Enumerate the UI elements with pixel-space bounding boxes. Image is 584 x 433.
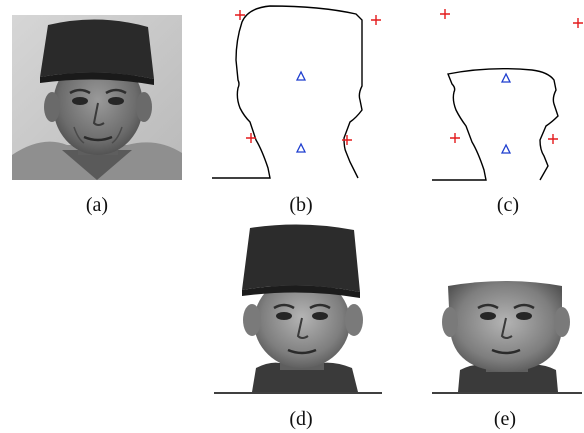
plus-marker — [548, 134, 558, 144]
triangle-markers — [295, 70, 307, 153]
segmented-face-image-d — [214, 224, 382, 394]
plus-markers — [440, 9, 583, 144]
contour-plot-b — [212, 5, 381, 179]
contour-plot-c — [432, 9, 583, 181]
plus-marker — [450, 133, 460, 143]
panel-a-face-photo — [12, 15, 182, 180]
caption-b: (b) — [289, 194, 313, 216]
plus-marker — [246, 133, 256, 143]
caption-a: (a) — [85, 194, 109, 216]
caption-d: (d) — [289, 408, 313, 430]
caption-c: (c) — [496, 194, 520, 216]
face-contour-line — [432, 67, 559, 181]
segmented-face-image-e — [432, 281, 582, 394]
caption-e: (e) — [493, 408, 517, 430]
plus-marker — [371, 15, 381, 25]
plus-marker — [235, 10, 245, 20]
triangle-marker — [500, 72, 512, 83]
triangle-markers — [500, 72, 512, 154]
face-photo-image — [12, 15, 182, 180]
plus-marker — [440, 9, 450, 19]
panel-b-contour — [210, 0, 390, 185]
triangle-marker — [295, 142, 307, 153]
plus-markers — [235, 10, 381, 145]
head-contour-line — [212, 5, 363, 179]
plus-marker — [573, 18, 583, 28]
plus-marker — [342, 135, 352, 145]
triangle-marker — [500, 143, 512, 154]
triangle-marker — [295, 70, 307, 81]
panel-d-segmented-face — [212, 218, 384, 396]
panel-c-contour — [428, 0, 584, 185]
panel-e-segmented-face — [428, 270, 584, 396]
